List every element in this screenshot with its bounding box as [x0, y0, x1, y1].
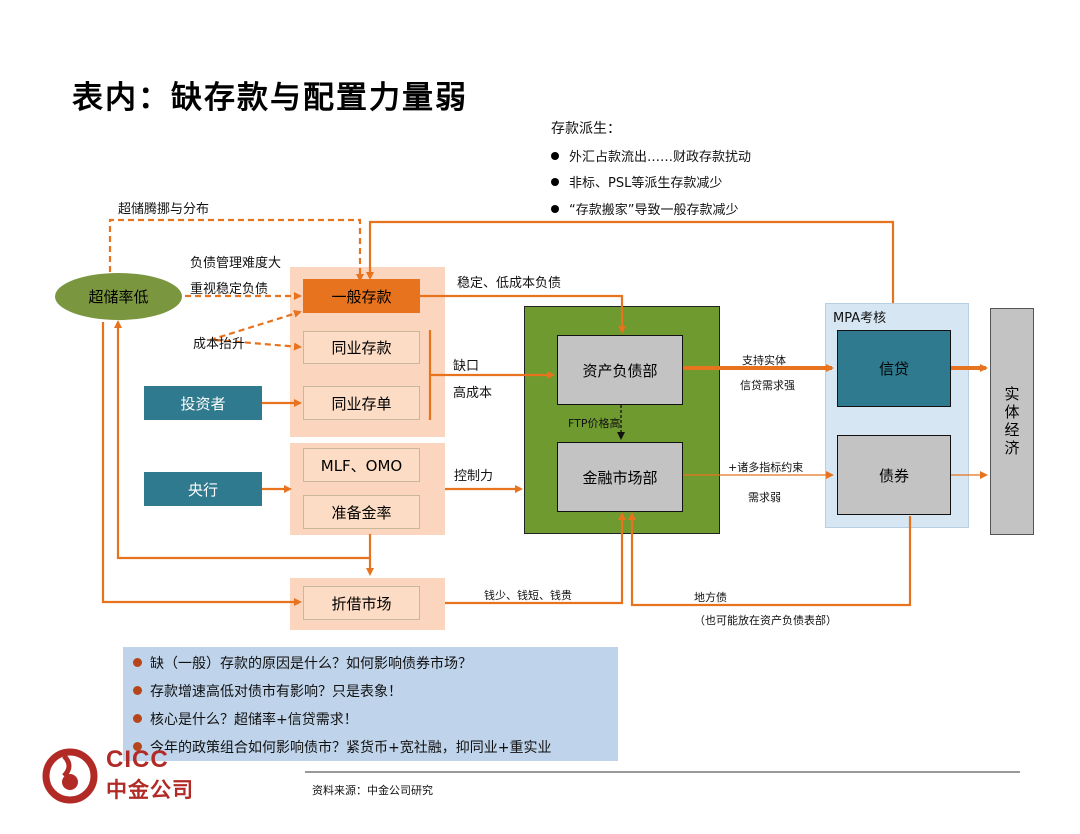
logo-en: CICC [106, 746, 169, 773]
bullet-icon [551, 152, 559, 160]
label-excess-dist: 超储腾挪与分布 [118, 202, 210, 217]
question-item: 缺（一般）存款的原因是什么？如何影响债券市场？ [133, 653, 472, 673]
central-bank-node: 央行 [144, 472, 262, 506]
label-stable-liab: 重视稳定负债 [190, 282, 269, 297]
page-title: 表内：缺存款与配置力量弱 [72, 80, 468, 116]
label-support-real: 支持实体 [742, 354, 786, 367]
real-economy-node: 实体经济 [990, 308, 1034, 535]
bullet-icon [133, 658, 142, 667]
derivation-item: 非标、PSL等派生存款减少 [551, 172, 722, 191]
label-liab-mgmt: 负债管理难度大 [190, 256, 282, 271]
label-stable-low-cost: 稳定、低成本负债 [457, 276, 562, 291]
label-cost-rise: 成本抬升 [193, 337, 246, 352]
label-credit-demand: 信贷需求强 [740, 379, 795, 392]
excess-reserve-node: 超储率低 [55, 273, 182, 320]
label-control: 控制力 [454, 469, 494, 484]
reserve-ratio-node: 准备金率 [303, 495, 420, 529]
question-item: 今年的政策组合如何影响债市？紧货币+宽社融，抑同业+重实业 [133, 737, 551, 757]
excess-dist-arrow [108, 218, 364, 282]
derivation-item: 外汇占款流出……财政存款扰动 [551, 146, 751, 165]
credit-node: 信贷 [837, 330, 951, 407]
deposit-derivation-heading: 存款派生： [551, 121, 621, 137]
bullet-icon [133, 742, 142, 751]
real-economy-label: 实体经济 [1002, 385, 1021, 458]
bullet-icon [551, 178, 559, 186]
investor-node: 投资者 [144, 386, 262, 420]
logo-cn: 中金公司 [106, 778, 194, 802]
label-multi-indicators: +诸多指标约束 [728, 461, 804, 474]
label-weak-demand: 需求弱 [748, 491, 781, 504]
cicc-logo: CICC 中金公司 [42, 746, 212, 804]
label-local-bonds: 地方债 [694, 591, 727, 604]
alm-dept-node: 资产负债部 [557, 335, 683, 405]
label-local-bonds-note: （也可能放在资产负债表部） [694, 614, 837, 627]
source-note: 资料来源：中金公司研究 [312, 784, 433, 797]
label-high-cost: 高成本 [453, 386, 493, 401]
interbank-deposit-node: 同业存款 [303, 331, 420, 364]
mpa-title: MPA考核 [833, 311, 887, 326]
question-item: 核心是什么？超储率+信贷需求！ [133, 709, 358, 729]
mlf-omo-node: MLF、OMO [303, 448, 420, 482]
cicc-logo-mark-icon [42, 748, 98, 804]
label-shortage: 缺口 [453, 359, 480, 374]
general-deposit-node: 一般存款 [303, 279, 420, 313]
fm-dept-node: 金融市场部 [557, 442, 683, 512]
questions-panel: 缺（一般）存款的原因是什么？如何影响债券市场？ 存款增速高低对债市有影响？只是表… [123, 647, 618, 761]
label-ftp: FTP价格高 [568, 417, 621, 430]
bullet-icon [133, 714, 142, 723]
interbank-cd-node: 同业存单 [303, 386, 420, 420]
question-item: 存款增速高低对债市有影响？只是表象！ [133, 681, 402, 701]
rediscount-node: 折借市场 [303, 586, 420, 620]
bullet-icon [551, 205, 559, 213]
derivation-item: “存款搬家”导致一般存款减少 [551, 199, 738, 218]
bullet-icon [133, 686, 142, 695]
bonds-node: 债券 [837, 435, 951, 515]
label-money-terms: 钱少、钱短、钱贵 [484, 589, 572, 602]
